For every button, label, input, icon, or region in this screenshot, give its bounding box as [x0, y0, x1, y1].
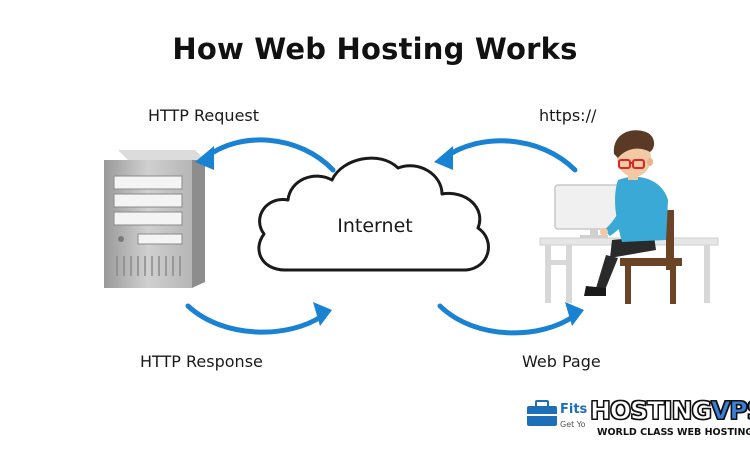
arrow-http-request — [202, 137, 336, 173]
internet-label: Internet — [337, 215, 413, 237]
arrows — [185, 137, 578, 336]
diagram-title: How Web Hosting Works — [172, 32, 578, 66]
watermark-tagline: Get Yo — [560, 420, 586, 429]
http-response-label: HTTP Response — [140, 352, 263, 371]
watermark-brand-accent: VPS — [710, 396, 750, 426]
http-request-label: HTTP Request — [148, 106, 260, 125]
watermark-logo: Fits Get Yo HOSTINGVPS WORLD CLASS WEB H… — [522, 396, 750, 442]
watermark-brand-main: HOSTING — [590, 396, 713, 426]
briefcase-icon — [527, 400, 557, 426]
watermark-brand: HOSTINGVPS — [590, 396, 750, 426]
cloud-icon — [257, 156, 490, 272]
https-label: https:// — [539, 106, 597, 125]
watermark-subtitle: WORLD CLASS WEB HOSTING — [597, 427, 750, 438]
arrow-http-response — [185, 303, 325, 335]
arrow-https — [441, 138, 578, 173]
arrow-web-page — [437, 303, 577, 336]
arrow-heads — [195, 146, 584, 326]
server-tower-icon — [104, 150, 205, 288]
user-at-desk-icon — [539, 130, 719, 304]
watermark-prefix: Fits — [560, 402, 588, 417]
web-page-label: Web Page — [522, 352, 601, 371]
